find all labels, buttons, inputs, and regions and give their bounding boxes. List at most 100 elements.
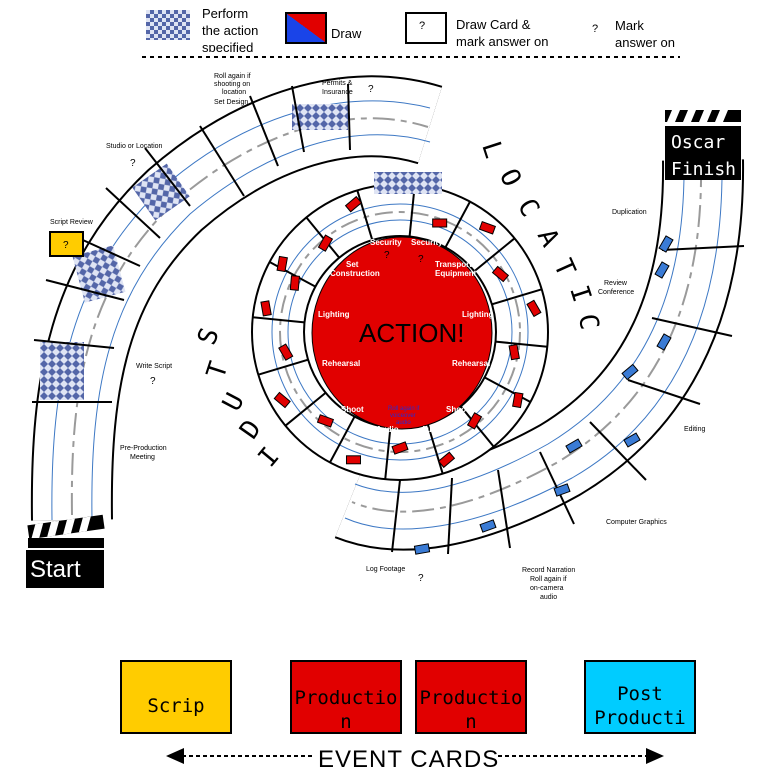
left-track-dividers bbox=[32, 83, 351, 403]
ring-divider bbox=[258, 358, 309, 376]
studio-letter: D bbox=[234, 415, 268, 445]
location-letter: I bbox=[563, 282, 596, 306]
draw-slot[interactable] bbox=[437, 451, 456, 469]
center-labels: Security Security ? ? Set Construction T… bbox=[318, 238, 494, 434]
perform-square[interactable] bbox=[404, 172, 442, 194]
voiceover-label: audio bbox=[396, 420, 411, 426]
studio-letter: T bbox=[201, 358, 234, 382]
script-review-square[interactable] bbox=[49, 231, 84, 257]
narration-label: audio bbox=[540, 594, 557, 601]
draw-slot[interactable] bbox=[553, 483, 571, 497]
legend-mark-label-1: Mark bbox=[615, 18, 644, 33]
draw-slot[interactable] bbox=[344, 195, 363, 213]
draw-slot[interactable] bbox=[278, 343, 294, 361]
legend-drawcard-label-2: mark answer on bbox=[456, 34, 549, 49]
log-footage-label: Log Footage bbox=[366, 566, 405, 573]
studio-letter: I bbox=[253, 442, 286, 473]
ring-divider bbox=[384, 427, 392, 480]
legend-perform-label-2: the action bbox=[202, 23, 259, 38]
draw-slot[interactable] bbox=[273, 391, 291, 409]
draw-slot[interactable] bbox=[432, 218, 448, 228]
rehearsal-right: Rehearsal bbox=[452, 359, 490, 368]
perform-square[interactable] bbox=[72, 245, 126, 303]
draw-slot[interactable] bbox=[316, 414, 335, 428]
review-label: Review bbox=[604, 280, 628, 287]
permits-question: ? bbox=[368, 84, 374, 95]
draw-slot[interactable] bbox=[345, 455, 361, 465]
perform-square[interactable] bbox=[292, 104, 348, 130]
action-center bbox=[311, 236, 493, 430]
event-card-production-1[interactable]: Production bbox=[290, 660, 402, 734]
draw-slot[interactable] bbox=[565, 438, 583, 454]
draw-slot[interactable] bbox=[466, 412, 483, 430]
narration-label: Roll again if bbox=[530, 576, 567, 583]
draw-slot[interactable] bbox=[289, 275, 301, 291]
location-letter: A bbox=[531, 224, 565, 252]
lighting-left: Lighting bbox=[318, 310, 350, 319]
perform-square[interactable] bbox=[132, 163, 190, 221]
rollagain-label: Roll again if bbox=[214, 73, 251, 80]
shoot-right: Shoot bbox=[446, 405, 469, 414]
ring-divider bbox=[305, 216, 341, 259]
ring-divider bbox=[269, 261, 316, 288]
security-question: ? bbox=[384, 250, 390, 261]
action-label: ACTION! bbox=[359, 318, 464, 348]
perform-square[interactable] bbox=[40, 342, 84, 400]
legend-perform-label-3: specified bbox=[202, 40, 254, 52]
finish-clapboard bbox=[665, 110, 741, 180]
ring-divider bbox=[491, 288, 542, 306]
draw-slot[interactable] bbox=[391, 441, 409, 455]
right-track-draw-slots bbox=[413, 235, 674, 555]
set-construction-label: Set bbox=[346, 260, 359, 269]
set-construction-label: Construction bbox=[330, 269, 380, 278]
narration-label: Record Narration bbox=[522, 567, 575, 574]
studio-letter: S bbox=[192, 324, 226, 349]
draw-slot[interactable] bbox=[508, 343, 520, 361]
event-card-script[interactable]: Scrip bbox=[120, 660, 232, 734]
finish-label-1: Oscar bbox=[671, 132, 725, 153]
rollagain-label: location bbox=[222, 89, 246, 96]
start-clapboard bbox=[26, 514, 105, 588]
draw-slot[interactable] bbox=[413, 543, 431, 555]
legend-drawcard-label-1: Draw Card & bbox=[456, 17, 531, 32]
studio-letter: U bbox=[217, 388, 251, 416]
event-card-script-label: Scrip bbox=[147, 695, 205, 717]
draw-slot[interactable] bbox=[656, 333, 672, 351]
ring-divider bbox=[329, 416, 356, 463]
draw-slot[interactable] bbox=[654, 261, 670, 279]
security-left: Security bbox=[370, 238, 402, 247]
event-card-production-2[interactable]: Production bbox=[415, 660, 527, 734]
draw-slot[interactable] bbox=[260, 300, 272, 317]
draw-slot[interactable] bbox=[491, 265, 510, 283]
event-cards-label: EVENT CARDS bbox=[318, 746, 500, 773]
rollagain-label: shooting on bbox=[214, 81, 250, 88]
ring-divider bbox=[252, 316, 305, 324]
event-card-post-production[interactable]: Post Producti bbox=[584, 660, 696, 734]
write-script-question: ? bbox=[150, 376, 156, 387]
draw-slot[interactable] bbox=[479, 519, 497, 533]
security-question: ? bbox=[418, 254, 424, 265]
ring-divider bbox=[484, 376, 531, 403]
log-footage-question: ? bbox=[418, 573, 424, 584]
draw-slot[interactable] bbox=[276, 255, 288, 273]
duplication-label: Duplication bbox=[612, 209, 647, 216]
preproduction-label: Pre-Production bbox=[120, 445, 167, 452]
legend-perform-swatch bbox=[146, 10, 190, 40]
track-labels: Roll again if shooting on location Set D… bbox=[50, 73, 706, 601]
draw-slot[interactable] bbox=[317, 234, 334, 252]
script-review-label: Script Review bbox=[50, 219, 94, 226]
studio-location-question: ? bbox=[130, 158, 136, 169]
voiceover-label: Roll again if bbox=[388, 406, 420, 412]
narration-label: on-camera bbox=[530, 585, 564, 592]
transport-label: Transport bbox=[435, 260, 472, 269]
event-card-post-label: Post Producti bbox=[594, 683, 686, 729]
draw-slot[interactable] bbox=[478, 221, 497, 235]
draw-slot[interactable] bbox=[512, 391, 524, 409]
draw-slot[interactable] bbox=[623, 432, 641, 448]
perform-square[interactable] bbox=[374, 172, 404, 194]
draw-slot[interactable] bbox=[621, 363, 639, 381]
draw-slot[interactable] bbox=[658, 235, 674, 253]
ring-draw-slots bbox=[260, 195, 542, 469]
transport-label: Equipment bbox=[435, 269, 477, 278]
draw-slot[interactable] bbox=[526, 299, 542, 318]
